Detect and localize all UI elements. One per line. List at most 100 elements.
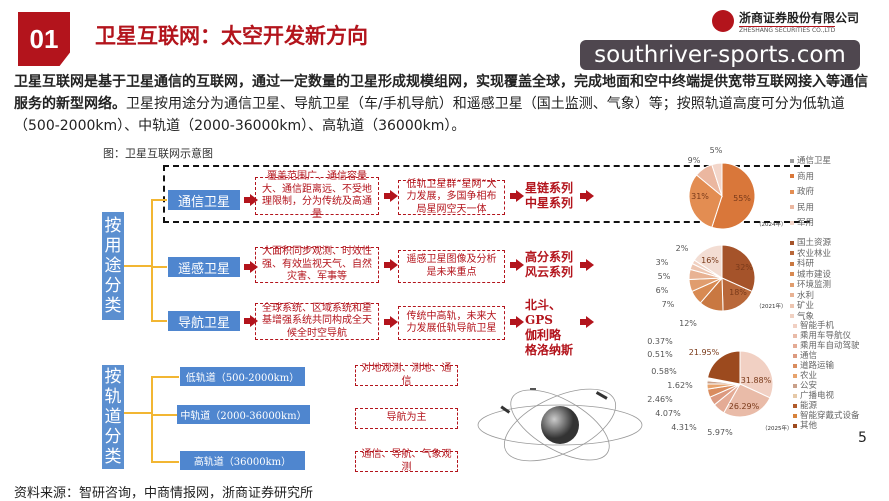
intro-normal: 卫星按用途分为通信卫星、导航卫星（车/手机导航）和遥感卫星（国土监测、气象）等；… <box>14 96 845 134</box>
connector <box>124 265 152 267</box>
pie-slice <box>711 162 723 197</box>
legend-item: 智能穿戴式设备 <box>793 411 860 421</box>
pie-data-label: 16% <box>701 256 719 265</box>
legend-label: 水利 <box>797 290 815 301</box>
legend-label: 乘用车自动驾驶 <box>800 341 860 351</box>
pie-data-label: 12% <box>679 319 697 328</box>
pie-data-label: 31% <box>691 192 709 201</box>
pie-data-label: 9% <box>688 156 701 165</box>
pie-year-note: （2021年） <box>756 302 787 310</box>
satellite-icon <box>500 405 511 414</box>
legend-item: 智能手机 <box>793 321 834 331</box>
legend-item: 广播电视 <box>793 391 834 401</box>
connector <box>151 376 179 378</box>
legend-item: 其他 <box>793 421 817 431</box>
company-logo: 浙商证券股份有限公司 ZHESHANG SECURITIES CO.,LTD <box>712 8 872 38</box>
orbit-ring <box>510 389 610 461</box>
pie-data-label: 4.07% <box>655 409 681 418</box>
legend-label: 公安 <box>800 381 818 391</box>
pie-data-label: 4.31% <box>671 423 697 432</box>
pie-year-note: （2025年） <box>762 424 790 432</box>
satellite-icon <box>530 388 536 390</box>
pie-data-label: 6% <box>656 286 669 295</box>
intro-paragraph: 卫星互联网是基于卫星通信的互联网，通过一定数量的卫星形成规模组网，实现覆盖全球，… <box>14 71 874 137</box>
pie-data-label: 31.88% <box>741 376 772 385</box>
legend-swatch <box>793 323 797 328</box>
use-trend-box: 遥感卫星图像及分析是未来重点 <box>398 250 505 283</box>
use-trend-box: 低轨卫星群“星网”大力发展，多国争相布局星网空天一体 <box>398 179 505 215</box>
by-orbit-label: 按轨道分类 <box>102 365 124 469</box>
page-number: 5 <box>858 430 867 446</box>
by-use-label: 按用途分类 <box>102 212 124 320</box>
legend-swatch <box>790 174 794 178</box>
connector <box>151 461 179 463</box>
pie-slice <box>723 383 771 418</box>
legend-item: 农业林业 <box>790 249 831 259</box>
pie-data-label: 3% <box>656 258 669 267</box>
logo-mark-icon <box>712 10 734 32</box>
orbit-low-box: 低轨道（500-2000km） <box>180 367 305 386</box>
earth-icon <box>541 406 579 444</box>
arrow-icon <box>510 259 524 271</box>
legend-label: 通信 <box>800 351 818 361</box>
pie-slice <box>688 174 723 229</box>
legend-item: 农业 <box>793 371 817 381</box>
highlight-dashed-frame <box>163 165 810 223</box>
figure-caption: 图：卫星互联网示意图 <box>103 147 213 160</box>
use-type-box: 导航卫星 <box>168 311 240 331</box>
section-number: 01 <box>18 12 70 66</box>
pie-charts: 55%31%9%5%（2024年）32%18%12%7%6%5%3%2%16%（… <box>647 146 790 437</box>
connector <box>124 412 152 414</box>
legend-item: 能源 <box>793 401 817 411</box>
pie-slice <box>721 244 756 293</box>
pie-slice <box>739 350 774 399</box>
arrow-icon <box>510 190 524 202</box>
connector <box>151 266 167 268</box>
legend-label: 智能手机 <box>800 321 835 331</box>
legend-swatch <box>793 413 797 418</box>
arrow-icon <box>244 194 258 206</box>
connector <box>151 376 153 462</box>
pie-data-label: 55% <box>733 194 751 203</box>
arrow-icon <box>244 261 258 273</box>
legend-label: 广播电视 <box>800 391 835 401</box>
legend-swatch <box>790 272 794 276</box>
use-type-box: 通信卫星 <box>168 190 240 210</box>
legend-item: 道路运输 <box>793 361 834 371</box>
legend-swatch <box>790 220 794 225</box>
legend-label: 通信卫星 <box>797 156 832 166</box>
pie-slice <box>693 244 723 279</box>
legend-label: 道路运输 <box>800 361 835 371</box>
use-desc-box: 覆盖范围广、通信容量大、通信距离远、不受地理限制，分为传统及高通量 <box>255 171 379 220</box>
legend-item: 科研 <box>790 259 814 269</box>
legend-swatch <box>790 261 794 266</box>
legend-swatch <box>793 403 797 408</box>
legend-item: 气象 <box>790 312 814 322</box>
legend-swatch <box>793 333 797 338</box>
connector <box>151 199 167 201</box>
legend-swatch <box>793 393 797 398</box>
legend-label: 军用 <box>797 218 815 228</box>
legend-label: 气象 <box>797 311 815 322</box>
pie-slice <box>707 350 741 385</box>
series-name: 中星系列 <box>525 196 574 210</box>
source-note: 资料来源：智研咨询，中商情报网，浙商证券研究所 <box>14 486 314 501</box>
legend-label: 农业林业 <box>797 248 832 259</box>
legend-swatch <box>790 240 794 245</box>
legend-item: 矿业 <box>790 301 814 311</box>
pie-data-label: 21.95% <box>689 348 720 357</box>
arrow-icon <box>384 315 398 328</box>
legend-swatch <box>790 282 794 287</box>
pie-data-label: 2.46% <box>647 395 673 404</box>
legend-swatch <box>790 251 794 255</box>
orbit-low-use: 对地观测、测地、通信 <box>355 363 458 387</box>
legend-item: 公安 <box>793 381 817 391</box>
pie-data-label: 18% <box>729 288 747 297</box>
pie-data-label: 2% <box>676 244 689 253</box>
connector <box>151 414 177 416</box>
legend-label: 科研 <box>797 259 815 269</box>
use-type-box: 遥感卫星 <box>168 257 240 277</box>
logo-cn: 浙商证券股份有限公司 <box>739 11 860 25</box>
series-name: 风云系列 <box>525 265 574 279</box>
